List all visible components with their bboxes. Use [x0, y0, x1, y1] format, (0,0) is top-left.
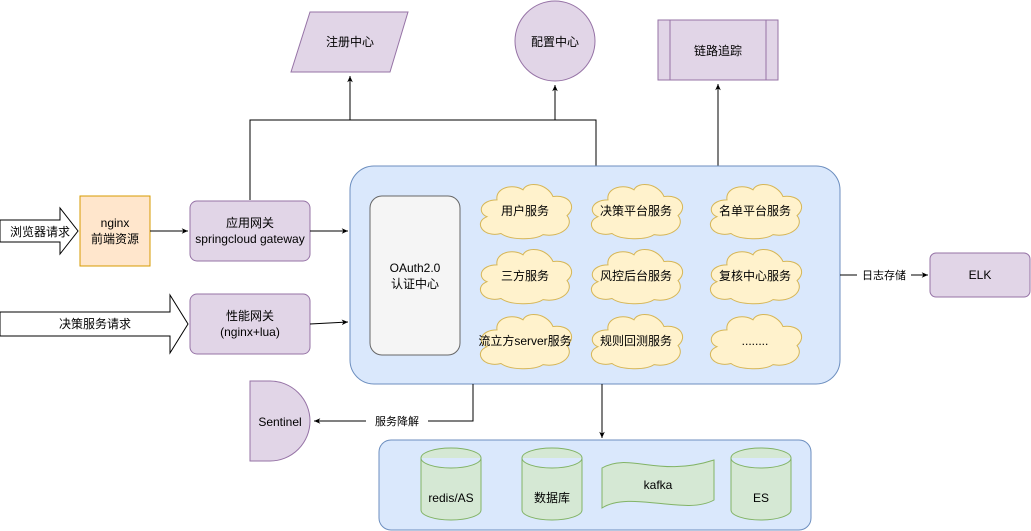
app-gateway-label-1: 应用网关 — [226, 215, 274, 230]
sentinel-label: Sentinel — [258, 415, 301, 429]
service-cloud: 用户服务 — [480, 183, 572, 240]
perf-gateway-node: 性能网关 (nginx+lua) — [189, 293, 311, 355]
service-cloud: 风控后台服务 — [591, 248, 683, 305]
app-gateway-node: 应用网关 springcloud gateway — [189, 200, 311, 262]
service-label: 三方服务 — [501, 268, 549, 283]
tracing-node: 链路追踪 — [657, 19, 779, 81]
service-cloud: ........ — [710, 313, 802, 370]
service-label: 复核中心服务 — [719, 268, 791, 283]
oauth-label-1: OAuth2.0 — [390, 261, 441, 275]
cloud-shape — [710, 183, 802, 240]
cylinder-shape — [730, 447, 792, 521]
elk-node: ELK — [929, 252, 1031, 298]
top-connectors — [249, 76, 721, 200]
storage-label: 数据库 — [534, 490, 570, 505]
storage-item: kafka — [601, 459, 715, 509]
service-label: ........ — [742, 334, 769, 348]
storage-container — [378, 439, 812, 531]
nginx-label-2: 前端资源 — [91, 231, 139, 246]
service-degrade-label-bg — [366, 414, 428, 429]
browser-request-label: 浏览器请求 — [10, 224, 70, 239]
config-label: 配置中心 — [531, 34, 579, 49]
cylinder-shape — [521, 447, 583, 521]
cloud-shape — [710, 313, 802, 370]
service-label: 用户服务 — [501, 203, 549, 218]
log-storage-label: 日志存储 — [862, 268, 906, 282]
nginx-node: nginx 前端资源 — [79, 195, 151, 267]
registry-label: 注册中心 — [326, 34, 374, 49]
perf-gateway-to-services-edge — [309, 319, 349, 326]
tracing-label: 链路追踪 — [694, 43, 742, 58]
service-cloud: 名单平台服务 — [710, 183, 802, 240]
storage-label: ES — [753, 491, 769, 505]
service-label: 规则回测服务 — [600, 333, 672, 348]
cloud-shape — [710, 248, 802, 305]
log-storage-label-bg — [857, 268, 911, 283]
storage-label: redis/AS — [428, 491, 473, 505]
perf-gateway-label-1: 性能网关 — [226, 309, 274, 323]
oauth-node: OAuth2.0 认证中心 — [369, 195, 461, 356]
tape-shape — [601, 459, 715, 509]
service-label: 决策平台服务 — [600, 203, 672, 218]
storage-item: redis/AS — [420, 447, 482, 521]
cloud-shape — [591, 313, 683, 370]
cloud-shape — [480, 313, 572, 370]
storage-label: kafka — [644, 478, 673, 492]
cylinder-shape — [420, 447, 482, 521]
app-gateway-label-2: springcloud gateway — [195, 232, 304, 246]
elk-label: ELK — [969, 268, 992, 282]
cloud-shape — [591, 248, 683, 305]
storage-item: ES — [730, 447, 792, 521]
decision-request-label: 决策服务请求 — [59, 316, 131, 331]
cloud-shape — [480, 183, 572, 240]
storage-item: 数据库 — [521, 447, 583, 521]
service-cloud: 决策平台服务 — [591, 183, 683, 240]
service-cloud: 规则回测服务 — [591, 313, 683, 370]
decision-request-arrow: 决策服务请求 — [0, 293, 189, 355]
service-label: 名单平台服务 — [719, 203, 791, 218]
service-cloud: 三方服务 — [480, 248, 572, 305]
config-node: 配置中心 — [514, 0, 596, 82]
service-cloud: 流立方server服务 — [478, 313, 572, 370]
service-label: 风控后台服务 — [600, 268, 672, 283]
service-cloud: 复核中心服务 — [710, 248, 802, 305]
sentinel-node: Sentinel — [249, 380, 311, 462]
nginx-label-1: nginx — [101, 216, 130, 230]
oauth-label-2: 认证中心 — [391, 276, 439, 291]
service-label: 流立方server服务 — [478, 333, 571, 348]
browser-request-arrow: 浏览器请求 — [0, 206, 79, 256]
cloud-shape — [591, 183, 683, 240]
registry-node: 注册中心 — [290, 11, 409, 73]
service-degrade-label: 服务降解 — [375, 414, 419, 428]
cloud-shape — [480, 248, 572, 305]
perf-gateway-label-2: (nginx+lua) — [220, 325, 280, 339]
